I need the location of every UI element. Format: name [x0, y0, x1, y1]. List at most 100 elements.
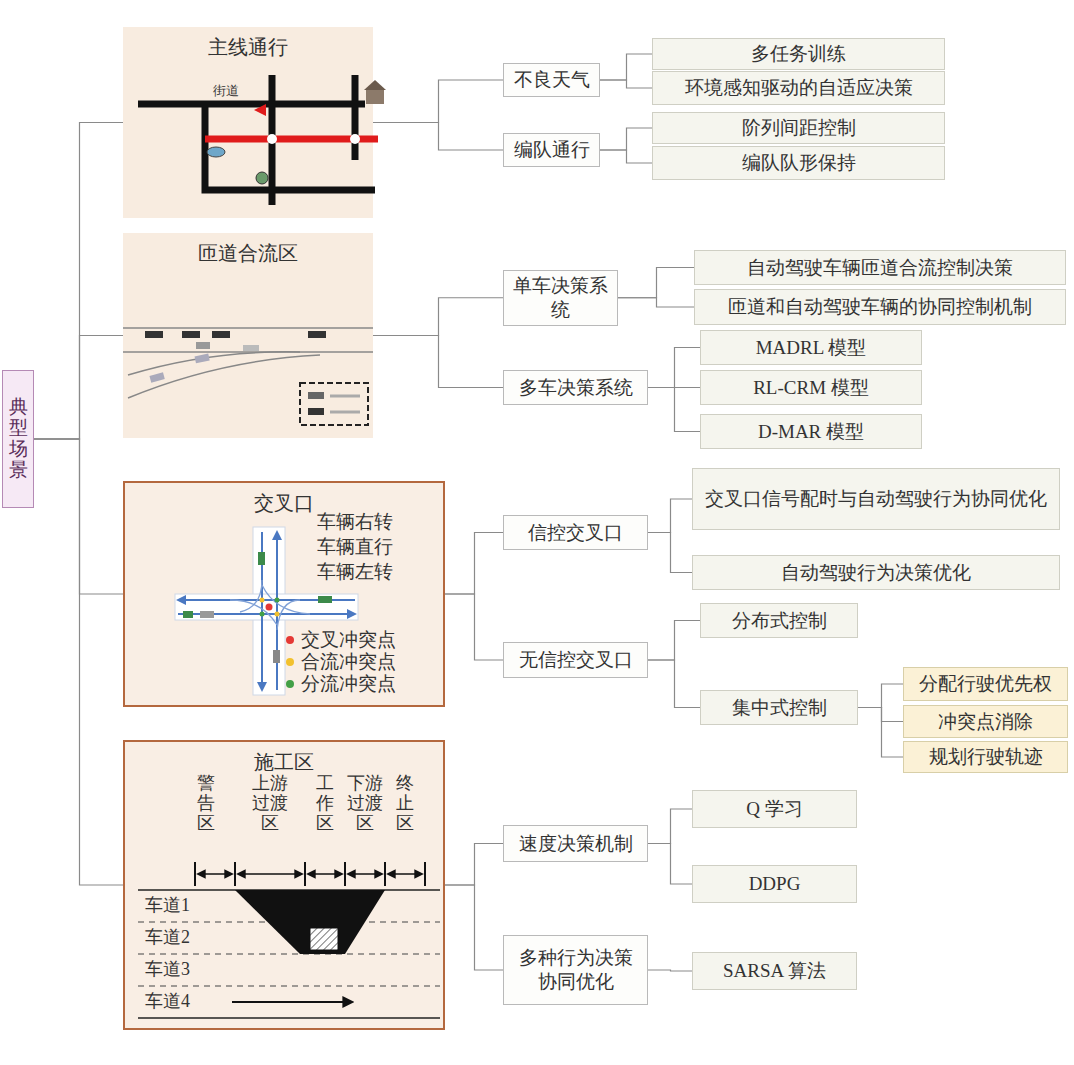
method-box: 分布式控制 [700, 603, 858, 638]
method-box: 交叉口信号配时与自动驾驶行为协同优化 [692, 468, 1060, 530]
node-text: 分配行驶优先权 [919, 672, 1052, 696]
node-text: 不良天气 [514, 68, 590, 92]
node-text: MADRL 模型 [756, 336, 867, 360]
node-text: 环境感知驱动的自适应决策 [685, 76, 913, 100]
method-box: DDPG [692, 865, 857, 903]
panel-ground [123, 233, 373, 438]
method-box: MADRL 模型 [700, 330, 922, 365]
tree-connector [648, 388, 700, 432]
category-box: 多种行为决策协同优化 [503, 935, 648, 1005]
node-text: 阶列间距控制 [742, 116, 856, 140]
node-text: RL-CRM 模型 [753, 376, 869, 400]
work-zone [138, 862, 440, 1018]
movement-label: 车辆直行 [317, 537, 393, 558]
node-text: 单车决策系统 [512, 274, 609, 322]
tree-connector [858, 708, 903, 758]
method-box: 自动驾驶行为决策优化 [692, 555, 1060, 590]
panel-ground [123, 740, 445, 1030]
legend-swatch [286, 680, 294, 688]
node-text: 速度决策机制 [519, 832, 633, 856]
zone-label: 终止区 [396, 774, 414, 833]
category-box: 多车决策系统 [503, 370, 648, 405]
node-text: SARSA 算法 [723, 959, 826, 983]
tree-connector [648, 844, 692, 885]
node-text: 规划行驶轨迹 [929, 745, 1043, 769]
lane-label: 车道4 [145, 992, 190, 1012]
tree-connector [445, 885, 503, 970]
category-box: 不良天气 [503, 63, 600, 97]
tree-connector [600, 54, 652, 80]
node-text: DDPG [749, 872, 801, 896]
street-map [138, 75, 386, 205]
method-box: 编队队形保持 [652, 146, 945, 180]
method-box: 冲突点消除 [903, 705, 1068, 738]
category-box: 单车决策系统 [503, 270, 618, 326]
tree-connector [648, 499, 692, 533]
node-text: 多种行为决策协同优化 [512, 946, 639, 994]
method-box: 规划行驶轨迹 [903, 741, 1068, 773]
zone-label: 工作区 [316, 774, 334, 833]
method-box: 阶列间距控制 [652, 112, 945, 144]
tree-connector [600, 80, 652, 88]
method-box: SARSA 算法 [692, 952, 857, 990]
node-text: 编队通行 [514, 138, 590, 162]
tree-connector [648, 621, 700, 661]
node-text: 冲突点消除 [938, 710, 1033, 734]
node-text: Q 学习 [746, 797, 802, 821]
method-box: 匝道和自动驾驶车辆的协同控制机制 [694, 289, 1066, 325]
category-box: 信控交叉口 [503, 515, 648, 550]
node-text: 自动驾驶车辆匝道合流控制决策 [747, 256, 1013, 280]
method-box: 多任务训练 [652, 38, 945, 70]
method-box: Q 学习 [692, 790, 857, 828]
tree-connector [34, 123, 123, 440]
ramp-merge [123, 328, 373, 425]
tree-connector [858, 708, 903, 722]
method-box: 分配行驶优先权 [903, 667, 1068, 701]
tree-connector [600, 128, 652, 150]
tree-connector [445, 533, 503, 595]
panel-title: 施工区 [254, 750, 314, 775]
method-box: 自动驾驶车辆匝道合流控制决策 [694, 250, 1066, 285]
panel-title: 匝道合流区 [198, 241, 298, 266]
legend-text: 合流冲突点 [301, 652, 396, 673]
legend-swatch [286, 658, 294, 666]
panel-title: 主线通行 [208, 35, 288, 60]
node-text: 自动驾驶行为决策优化 [781, 561, 971, 585]
node-text: 编队队形保持 [742, 151, 856, 175]
tree-connector [373, 80, 503, 123]
tree-connector [618, 268, 694, 298]
tree-connector [373, 298, 503, 336]
zone-label: 警告区 [197, 774, 215, 833]
category-box: 编队通行 [503, 133, 600, 167]
node-text: 匝道和自动驾驶车辆的协同控制机制 [728, 295, 1032, 319]
node-text: D-MAR 模型 [758, 420, 864, 444]
tree-connector [858, 684, 903, 708]
category-box: 速度决策机制 [503, 825, 648, 862]
tree-connector [373, 336, 503, 388]
root-box: 典型场景 [2, 370, 34, 508]
tree-connector [600, 150, 652, 163]
node-text: 信控交叉口 [528, 521, 623, 545]
legend-text: 交叉冲突点 [301, 630, 396, 651]
scene-panel: 主线通行 [123, 27, 373, 218]
street-label: 街道 [213, 84, 239, 98]
tree-connector [34, 336, 123, 440]
category-box: 无信控交叉口 [503, 642, 648, 678]
scene-panel: 交叉口 [123, 481, 445, 707]
panel-title: 交叉口 [254, 491, 314, 516]
zone-label: 下游过渡区 [347, 774, 383, 833]
node-text: 无信控交叉口 [519, 648, 633, 672]
method-box: RL-CRM 模型 [700, 370, 922, 405]
tree-connector [648, 660, 700, 708]
tree-connector [34, 439, 123, 594]
movement-label: 车辆左转 [317, 562, 393, 583]
tree-connector [648, 970, 692, 971]
zone-label: 上游过渡区 [252, 774, 288, 833]
lane-label: 车道2 [145, 928, 190, 948]
movement-label: 车辆右转 [317, 512, 393, 533]
tree-connector [34, 439, 123, 885]
node-text: 多车决策系统 [519, 376, 633, 400]
tree-connector [618, 298, 694, 307]
legend-swatch [286, 636, 294, 644]
